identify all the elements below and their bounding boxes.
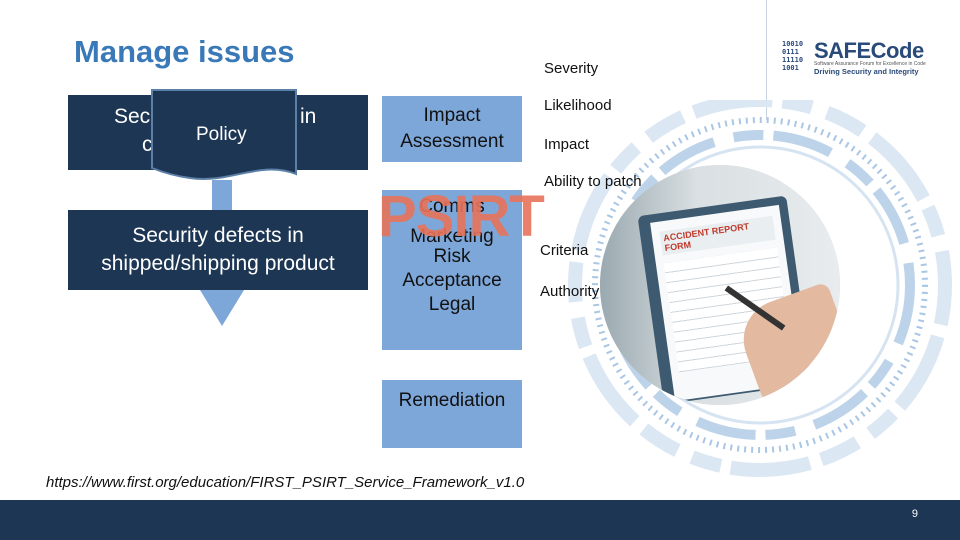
security-defects-box: Security defects in shipped/shipping pro… — [68, 210, 368, 290]
page-number: 9 — [911, 508, 918, 520]
functions-box: Comms Marketing Risk Acceptance Legal — [382, 190, 522, 350]
remediation-label: Remediation — [398, 390, 506, 411]
policy-label: Policy — [196, 124, 247, 145]
acceptance-label: Acceptance — [402, 270, 502, 291]
logo-name: SAFECode — [814, 38, 924, 63]
severity-label: Severity — [544, 60, 599, 77]
box-text-right: in — [300, 105, 317, 128]
assessment-line: Assessment — [400, 131, 504, 152]
legal-label: Legal — [382, 294, 522, 324]
framework-url[interactable]: https://www.first.org/education/FIRST_PS… — [46, 474, 525, 491]
risk-label: Risk — [433, 246, 471, 267]
psirt-label: PSIRT — [378, 184, 545, 249]
impact-assessment-box: Impact Assessment — [382, 96, 522, 162]
comms-label: Comms — [419, 196, 485, 217]
defects-line-1: Security defects in — [132, 224, 304, 247]
logo-binary-line: 1001 — [782, 64, 799, 72]
logo-tagline: Driving Security and Integrity — [814, 67, 919, 76]
safecode-logo: 10010 0111 11110 1001 SAFECode Software … — [782, 38, 932, 80]
box-text-second-line: c — [142, 133, 153, 156]
binary-ring-graphic — [568, 100, 952, 477]
impact-label: Impact — [544, 136, 590, 153]
footer-bar — [0, 500, 960, 540]
policy-shape — [151, 89, 297, 180]
logo-divider — [766, 0, 767, 120]
logo-binary-line: 0111 — [782, 48, 799, 56]
slide-title: Manage issues — [74, 34, 295, 69]
marketing-label: Marketing — [410, 226, 494, 247]
logo-binary: 10010 0111 11110 1001 — [782, 40, 812, 72]
likelihood-label: Likelihood — [544, 97, 612, 114]
remediation-box: Remediation — [382, 380, 522, 448]
logo-tagline-small: Software Assurance Forum for Excellence … — [814, 61, 926, 67]
criteria-label: Criteria — [540, 242, 589, 259]
box-text-left: Sec — [114, 105, 151, 128]
impact-line: Impact — [423, 105, 481, 126]
logo-binary-line: 11110 — [782, 56, 804, 64]
ability-to-patch-label: Ability to patch — [544, 173, 642, 190]
accident-report-photo: ACCIDENT REPORT FORM — [600, 165, 840, 405]
defects-line-2: shipped/shipping product — [101, 252, 335, 275]
authority-label: Authority — [540, 283, 600, 300]
logo-binary-line: 10010 — [782, 40, 804, 48]
